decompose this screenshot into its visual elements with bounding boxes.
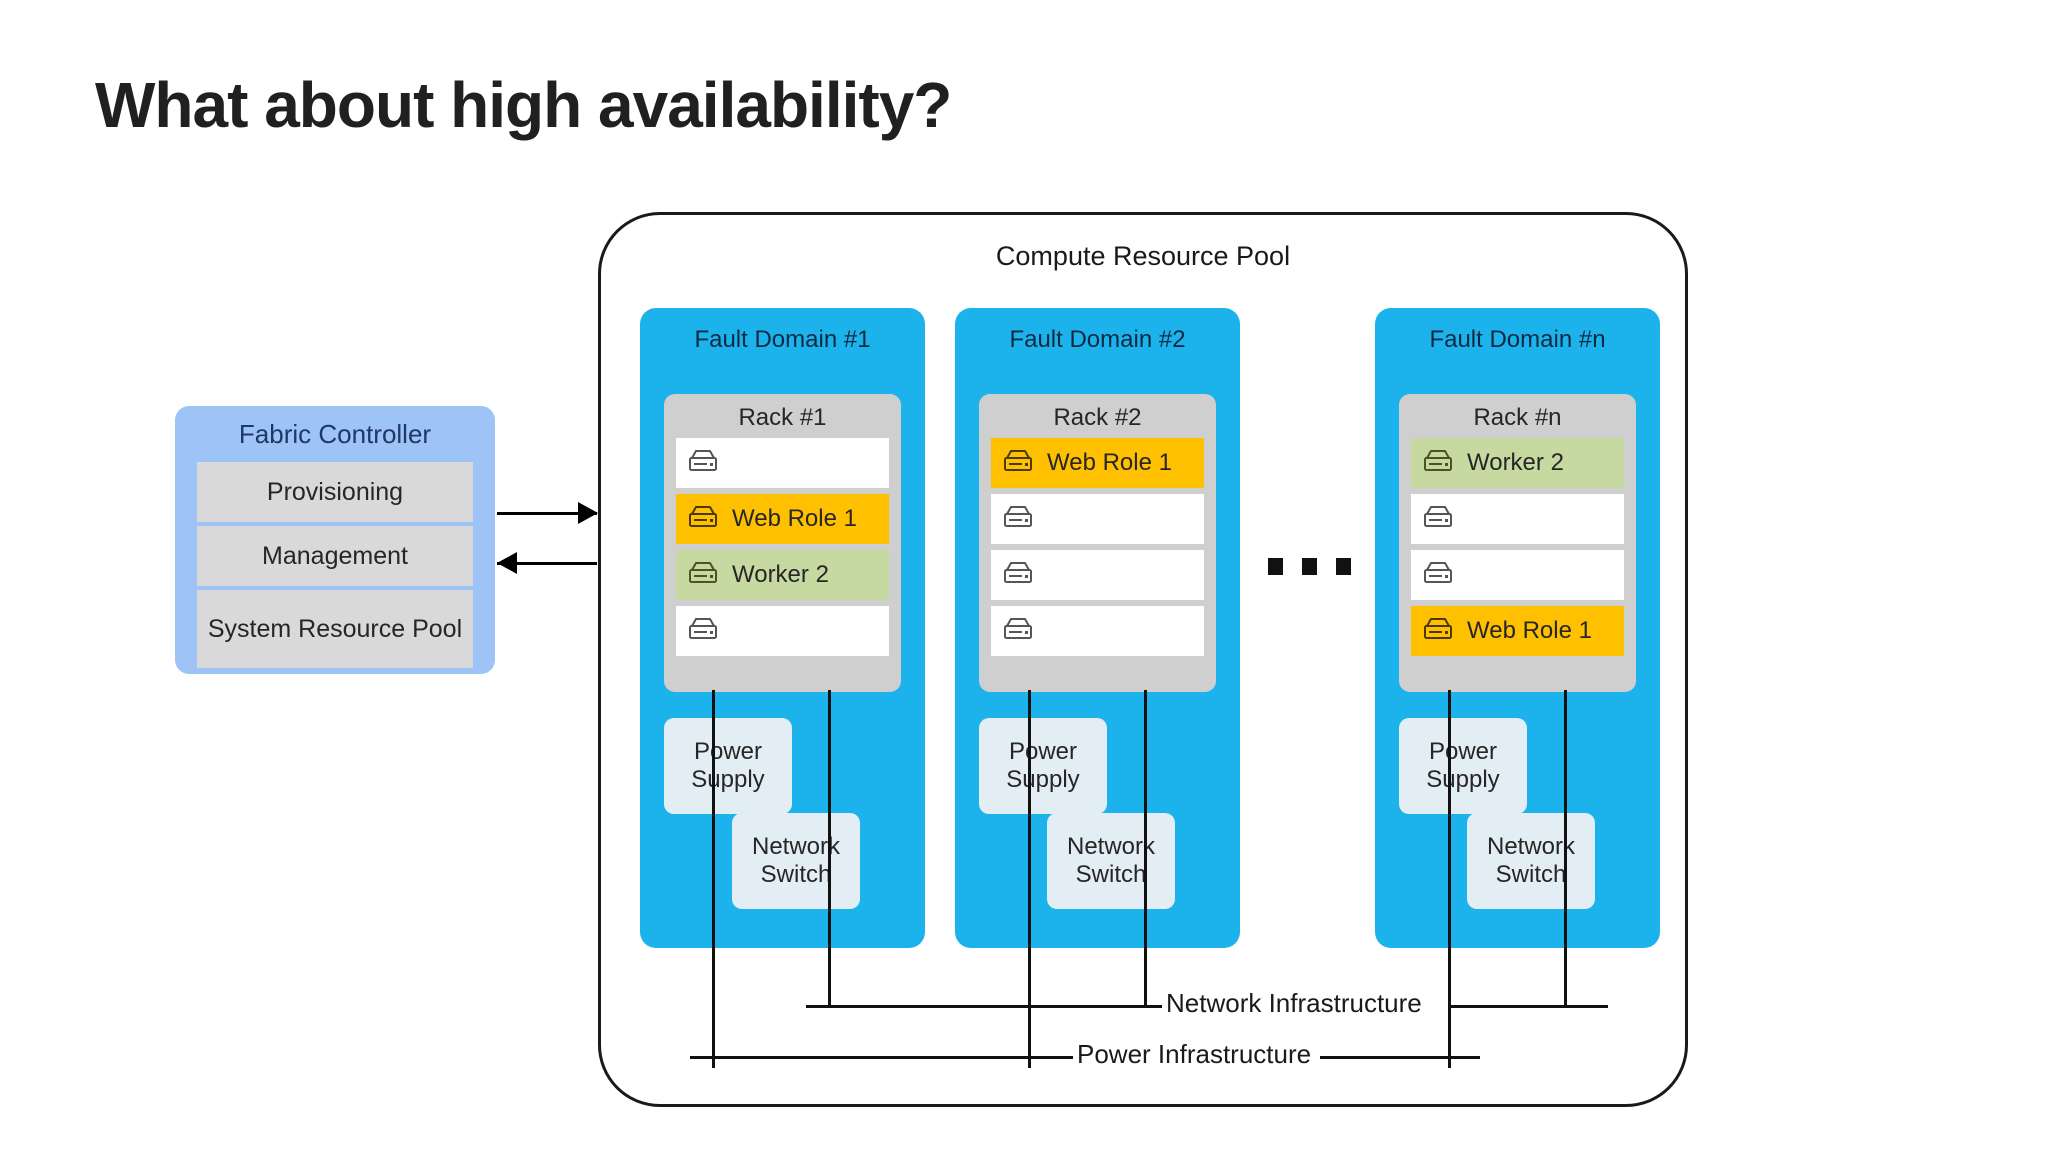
network-switch-2[interactable]: Network Switch xyxy=(1047,813,1175,909)
power-infrastructure-bus-right xyxy=(1320,1056,1480,1059)
rack-1-title: Rack #1 xyxy=(738,404,827,431)
rack-2-slot-2[interactable] xyxy=(991,494,1204,544)
rack-1-slot-4[interactable] xyxy=(676,606,889,656)
server-icon xyxy=(1001,448,1035,479)
rack-2-slot-1[interactable]: Web Role 1 xyxy=(991,438,1204,488)
rack-n-title: Rack #n xyxy=(1473,404,1562,431)
server-icon xyxy=(1421,616,1455,647)
network-switch-1[interactable]: Network Switch xyxy=(732,813,860,909)
network-infrastructure-bus-right xyxy=(1448,1005,1608,1008)
network-infrastructure-label: Network Infrastructure xyxy=(1162,988,1426,1019)
rack-1-slot-3[interactable]: Worker 2 xyxy=(676,550,889,600)
rack-2: Rack #2 Web Role 1 xyxy=(979,394,1216,692)
rack-1-slot-1[interactable] xyxy=(676,438,889,488)
server-icon xyxy=(1001,504,1035,535)
power-supply-2[interactable]: Power Supply xyxy=(979,718,1107,814)
fabric-controller-title: Fabric Controller xyxy=(238,419,432,449)
power-riser-n xyxy=(1448,690,1451,1068)
network-switch-n[interactable]: Network Switch xyxy=(1467,813,1595,909)
fault-domain-n-title: Fault Domain #n xyxy=(1429,326,1606,353)
arrow-from-pool-head xyxy=(497,552,517,574)
arrow-to-pool-line xyxy=(497,512,597,515)
fabric-controller-row-provisioning[interactable]: Provisioning xyxy=(197,462,473,522)
server-icon xyxy=(1421,448,1455,479)
rack-2-slot-4[interactable] xyxy=(991,606,1204,656)
rack-2-slot-3[interactable] xyxy=(991,550,1204,600)
power-riser-2 xyxy=(1028,690,1031,1068)
fault-domain-2-title: Fault Domain #2 xyxy=(1009,326,1186,353)
rack-1-slot-3-label: Worker 2 xyxy=(732,561,829,588)
fabric-controller-row-system-resource-pool[interactable]: System Resource Pool xyxy=(197,590,473,668)
network-riser-n xyxy=(1564,690,1567,1007)
network-infrastructure-bus-left xyxy=(806,1005,1166,1008)
ellipsis-dot xyxy=(1268,558,1283,575)
ellipsis-dot xyxy=(1302,558,1317,575)
rack-2-slot-1-label: Web Role 1 xyxy=(1047,449,1172,476)
ellipsis-dot xyxy=(1336,558,1351,575)
rack-n-slot-4-label: Web Role 1 xyxy=(1467,617,1592,644)
rack-n-slot-4[interactable]: Web Role 1 xyxy=(1411,606,1624,656)
fault-domain-2[interactable]: Fault Domain #2 Rack #2 Web Role 1 xyxy=(955,308,1240,948)
fault-domain-n[interactable]: Fault Domain #n Rack #n Worker 2 xyxy=(1375,308,1660,948)
compute-resource-pool-title: Compute Resource Pool xyxy=(995,241,1291,271)
rack-n: Rack #n Worker 2 xyxy=(1399,394,1636,692)
rack-1: Rack #1 Web Role 1 Worker 2 xyxy=(664,394,901,692)
server-icon xyxy=(1421,560,1455,591)
power-riser-1 xyxy=(712,690,715,1068)
server-icon xyxy=(1001,560,1035,591)
power-supply-n[interactable]: Power Supply xyxy=(1399,718,1527,814)
server-icon xyxy=(1421,504,1455,535)
rack-1-slot-2-label: Web Role 1 xyxy=(732,505,857,532)
server-icon xyxy=(686,504,720,535)
network-riser-1 xyxy=(828,690,831,1007)
rack-n-slot-3[interactable] xyxy=(1411,550,1624,600)
power-supply-1[interactable]: Power Supply xyxy=(664,718,792,814)
network-riser-2 xyxy=(1144,690,1147,1007)
rack-2-title: Rack #2 xyxy=(1053,404,1142,431)
arrow-to-pool-head xyxy=(578,502,598,524)
rack-n-slot-2[interactable] xyxy=(1411,494,1624,544)
power-infrastructure-label: Power Infrastructure xyxy=(1073,1039,1316,1070)
fault-domain-1[interactable]: Fault Domain #1 Rack #1 Web Role 1 Wor xyxy=(640,308,925,948)
rack-n-slot-1-label: Worker 2 xyxy=(1467,449,1564,476)
server-icon xyxy=(686,560,720,591)
fabric-controller-row-management[interactable]: Management xyxy=(197,526,473,586)
compute-resource-pool: Compute Resource Pool xyxy=(598,212,1688,1107)
server-icon xyxy=(686,616,720,647)
page-title: What about high availability? xyxy=(95,69,952,141)
rack-n-slot-1[interactable]: Worker 2 xyxy=(1411,438,1624,488)
power-infrastructure-bus-left xyxy=(690,1056,1080,1059)
arrow-from-pool-line xyxy=(497,562,597,565)
fault-domain-1-title: Fault Domain #1 xyxy=(694,326,871,353)
server-icon xyxy=(686,448,720,479)
fabric-controller-rows: Provisioning Management System Resource … xyxy=(197,462,473,672)
fault-domain-ellipsis xyxy=(1268,558,1351,575)
server-icon xyxy=(1001,616,1035,647)
rack-1-slot-2[interactable]: Web Role 1 xyxy=(676,494,889,544)
fabric-controller-panel: Fabric Controller Provisioning Managemen… xyxy=(175,406,495,674)
